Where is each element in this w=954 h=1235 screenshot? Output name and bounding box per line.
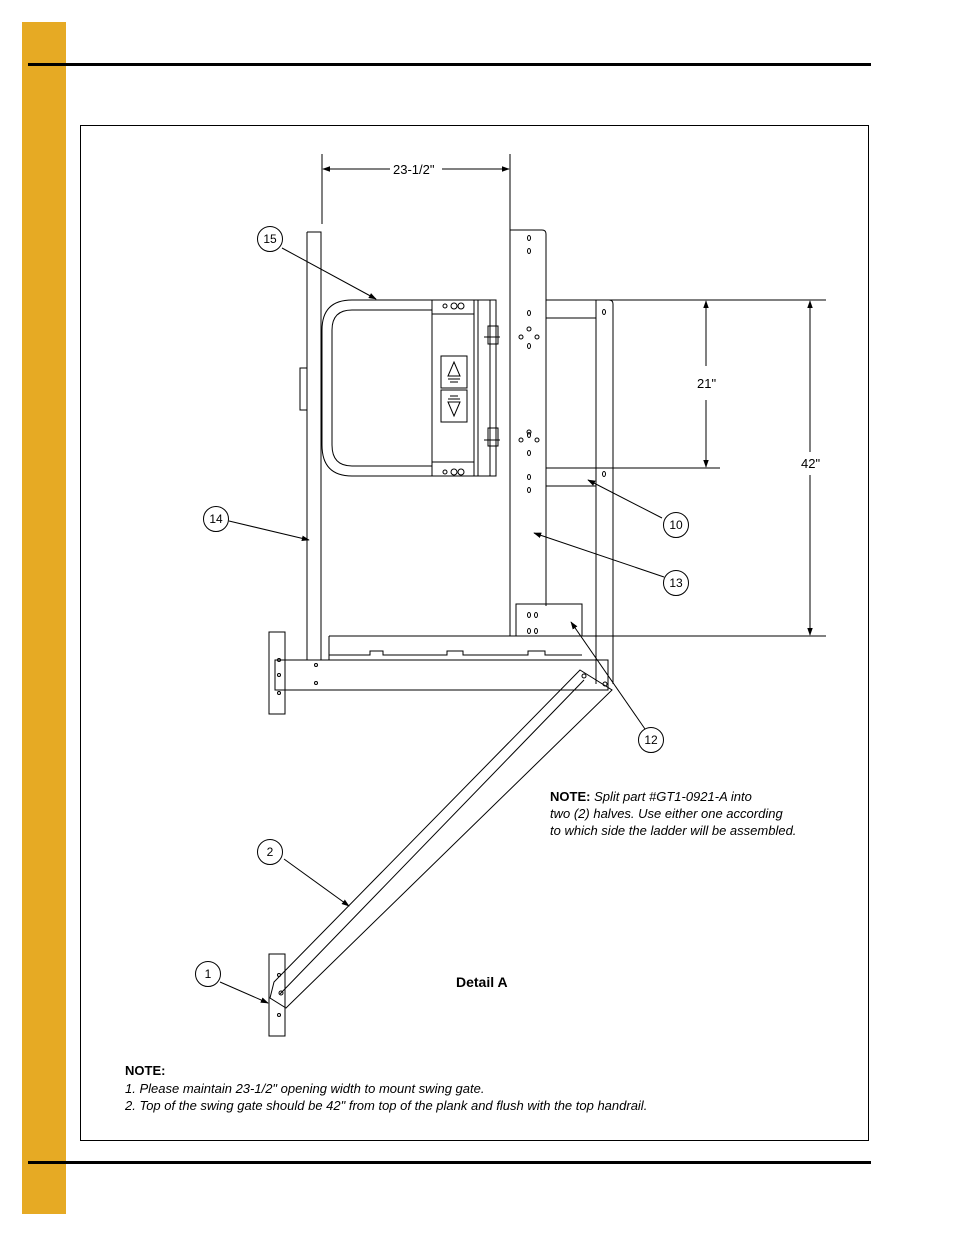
diagonal-brace bbox=[268, 669, 613, 1037]
callout-1: 1 bbox=[195, 961, 221, 987]
split-note-line3: to which side the ladder will be assembl… bbox=[550, 823, 797, 838]
bottom-rule bbox=[28, 1161, 871, 1164]
handrail-brackets bbox=[545, 299, 597, 487]
bottom-note-line2: 2. Top of the swing gate should be 42" f… bbox=[125, 1098, 648, 1113]
width-dimension bbox=[321, 154, 511, 230]
height-dimensions bbox=[546, 299, 826, 637]
gate-height-label: 21" bbox=[694, 375, 720, 392]
width-dimension-label: 23-1/2" bbox=[390, 161, 438, 178]
top-rule bbox=[28, 63, 871, 66]
drawing-frame bbox=[80, 125, 869, 1141]
callout-2: 2 bbox=[257, 839, 283, 865]
plank-and-base bbox=[268, 603, 609, 715]
callout-13: 13 bbox=[663, 570, 689, 596]
swing-gate bbox=[321, 299, 500, 477]
split-note-line2: two (2) halves. Use either one according bbox=[550, 806, 783, 821]
detail-title: Detail A bbox=[456, 974, 508, 990]
split-note: NOTE: Split part #GT1-0921-A into bbox=[550, 788, 752, 805]
bottom-note-label: NOTE: bbox=[125, 1063, 166, 1078]
split-note-line1: Split part #GT1-0921-A into bbox=[590, 789, 752, 804]
leader-lines bbox=[219, 247, 665, 1004]
callout-12: 12 bbox=[638, 727, 664, 753]
callout-14: 14 bbox=[203, 506, 229, 532]
callout-10: 10 bbox=[663, 512, 689, 538]
bottom-note-line1: 1. Please maintain 23-1/2" opening width… bbox=[125, 1081, 485, 1096]
left-post bbox=[299, 231, 322, 660]
center-upright bbox=[509, 229, 547, 636]
split-note-label: NOTE: bbox=[550, 789, 591, 804]
side-accent-bar bbox=[22, 22, 66, 1214]
handrail-height-label: 42" bbox=[798, 455, 824, 472]
callout-15: 15 bbox=[257, 226, 283, 252]
